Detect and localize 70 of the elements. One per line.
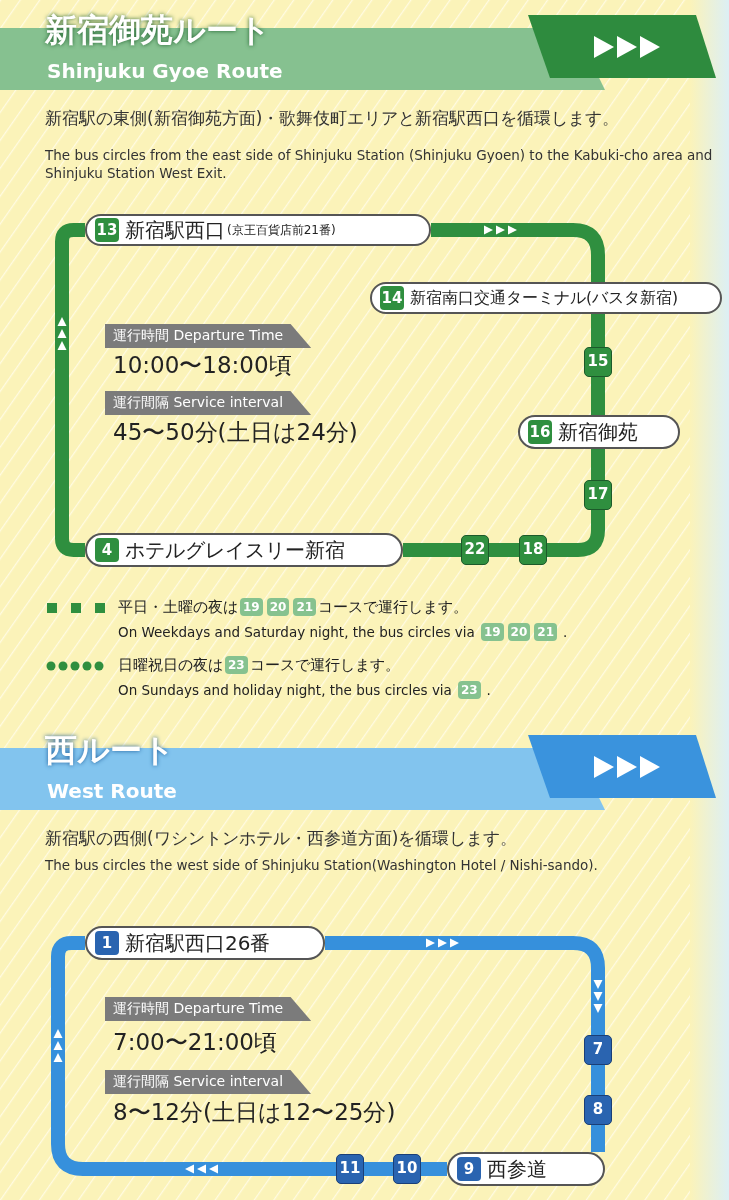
route-number-badge: 23: [225, 656, 248, 674]
route-subtitle: West Route: [47, 779, 177, 803]
legend-note: On Sundays and holiday night, the bus circles via: [118, 682, 452, 698]
legend-note: .: [486, 682, 491, 698]
bus-stop-pill: [447, 1152, 605, 1186]
route-line: [364, 1162, 393, 1176]
stop-name: 新宿南口交通ターミナル(バスタ新宿): [410, 287, 679, 309]
bus-stop-pill: [85, 533, 403, 567]
route-line: [591, 1125, 605, 1152]
route-number-badge: 23: [457, 681, 481, 699]
route-number-badge: 21: [534, 623, 557, 641]
stop-number-badge: 16: [528, 420, 552, 444]
info-tag: 運行時間 Departure Time: [105, 324, 312, 348]
stop-number-badge: 7: [584, 1035, 612, 1065]
info-tag: 運行時間 Departure Time: [105, 997, 312, 1021]
stop-number-badge: 15: [584, 347, 612, 377]
schedule-text: 8〜12分(土日は12〜25分): [113, 1098, 396, 1127]
stop-number-badge: 18: [519, 535, 547, 565]
legend-text: コースで運行します。: [249, 655, 400, 675]
legend-text: 平日・土曜の夜は: [118, 597, 238, 617]
stop-number-badge: 14: [380, 286, 404, 310]
info-tag: 運行間隔 Service interval: [105, 1070, 312, 1094]
stop-number-badge: 11: [336, 1154, 364, 1184]
route-description: 新宿駅の西側(ワシントンホテル・西参道方面)を循環します。: [45, 827, 519, 850]
route-number-badge: 20: [507, 623, 531, 641]
route-line: [591, 1065, 605, 1095]
route-description: The bus circles from the east side of Shinjuku Station (Shinjuku Gyoen) to the Kabuki-cho area and Shinjuku Station West Exit.: [45, 146, 714, 183]
route-number-badge: 20: [266, 598, 290, 616]
route-line: [489, 543, 519, 557]
route-subtitle: Shinjuku Gyoe Route: [47, 59, 283, 83]
stop-number-badge: 22: [461, 535, 489, 565]
stop-number-badge: 9: [457, 1157, 481, 1181]
legend-text: 日曜祝日の夜は: [118, 655, 223, 675]
route-line: [431, 223, 605, 282]
route-line: [403, 543, 461, 557]
route-line: [421, 1162, 447, 1176]
legend-text: コースで運行します。: [318, 597, 469, 617]
stop-name: 新宿駅西口26番: [125, 929, 271, 957]
route-number-badge: 19: [480, 623, 504, 641]
stop-note: (京王百貨店前21番): [227, 221, 336, 239]
legend-note: On Weekdays and Saturday night, the bus circles via: [118, 624, 475, 640]
stop-number-badge: 8: [584, 1095, 612, 1125]
stop-name: ホテルグレイスリー新宿: [125, 536, 345, 564]
route-description: The bus circles the west side of Shinjuku Station(Washington Hotel / Nishi-sando).: [45, 856, 599, 875]
route-number-badge: 19: [240, 598, 263, 616]
schedule-text: 45〜50分(土日は24分): [113, 418, 358, 447]
stop-number-badge: 1: [95, 931, 119, 955]
route-line: [591, 314, 605, 347]
stop-number-badge: 10: [393, 1154, 421, 1184]
bus-stop-pill: [85, 926, 325, 960]
route-description: 新宿駅の東側(新宿御苑方面)・歌舞伎町エリアと新宿駅西口を循環します。: [45, 107, 621, 130]
bus-stop-pill: [85, 214, 431, 246]
legend-note: .: [563, 624, 568, 640]
stop-name: 新宿御苑: [558, 418, 638, 446]
route-line: [591, 449, 605, 480]
route-line: [51, 936, 336, 1176]
route-line: [591, 377, 605, 415]
schedule-text: 10:00〜18:00頃: [113, 351, 292, 380]
stop-number-badge: 17: [584, 480, 612, 510]
schedule-text: 7:00〜21:00頃: [113, 1028, 277, 1057]
bus-stop-pill: [518, 415, 680, 449]
bus-stop-pill: [370, 282, 722, 314]
stop-number-badge: 4: [95, 538, 119, 562]
route-line: [325, 936, 605, 1035]
route-line: [55, 223, 85, 557]
stop-number-badge: 13: [95, 218, 119, 242]
stop-name: 西参道: [487, 1155, 547, 1183]
route-number-badge: 21: [293, 598, 317, 616]
stop-name: 新宿駅西口: [125, 216, 225, 244]
info-tag: 運行間隔 Service interval: [105, 391, 312, 415]
